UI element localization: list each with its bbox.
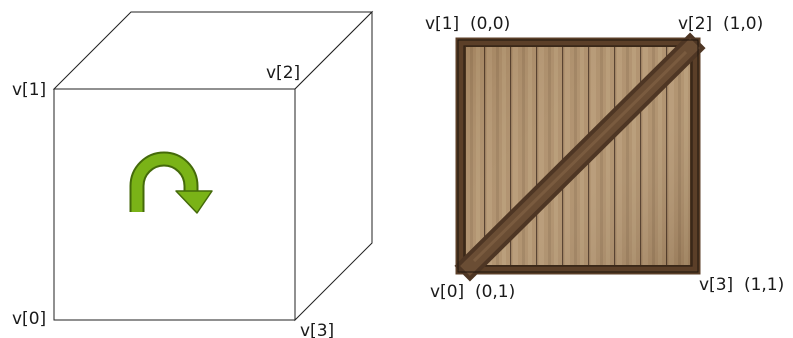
cube-diagram: v[1] v[2] v[0] v[3] <box>12 10 374 338</box>
wooden-crate-texture <box>454 32 706 282</box>
clockwise-turn-arrow-icon <box>129 151 213 214</box>
texture-label-v0: v[0] (0,1) <box>430 282 515 302</box>
cube-vertex-label-v2: v[2] <box>266 63 300 83</box>
cube-right-face <box>294 10 373 322</box>
texture-label-v3: v[3] (1,1) <box>699 275 784 295</box>
texture-diagram: v[1] (0,0) v[2] (1,0) v[0] (0,1) v[3] (1… <box>425 14 784 302</box>
cube-vertex-label-v3: v[3] <box>300 321 334 338</box>
cube-vertex-label-v1: v[1] <box>12 80 46 100</box>
texture-label-v1: v[1] (0,0) <box>425 14 510 34</box>
cube-front-face <box>53 88 296 321</box>
cube-vertex-label-v0: v[0] <box>12 309 46 329</box>
texture-label-v2: v[2] (1,0) <box>678 14 763 34</box>
